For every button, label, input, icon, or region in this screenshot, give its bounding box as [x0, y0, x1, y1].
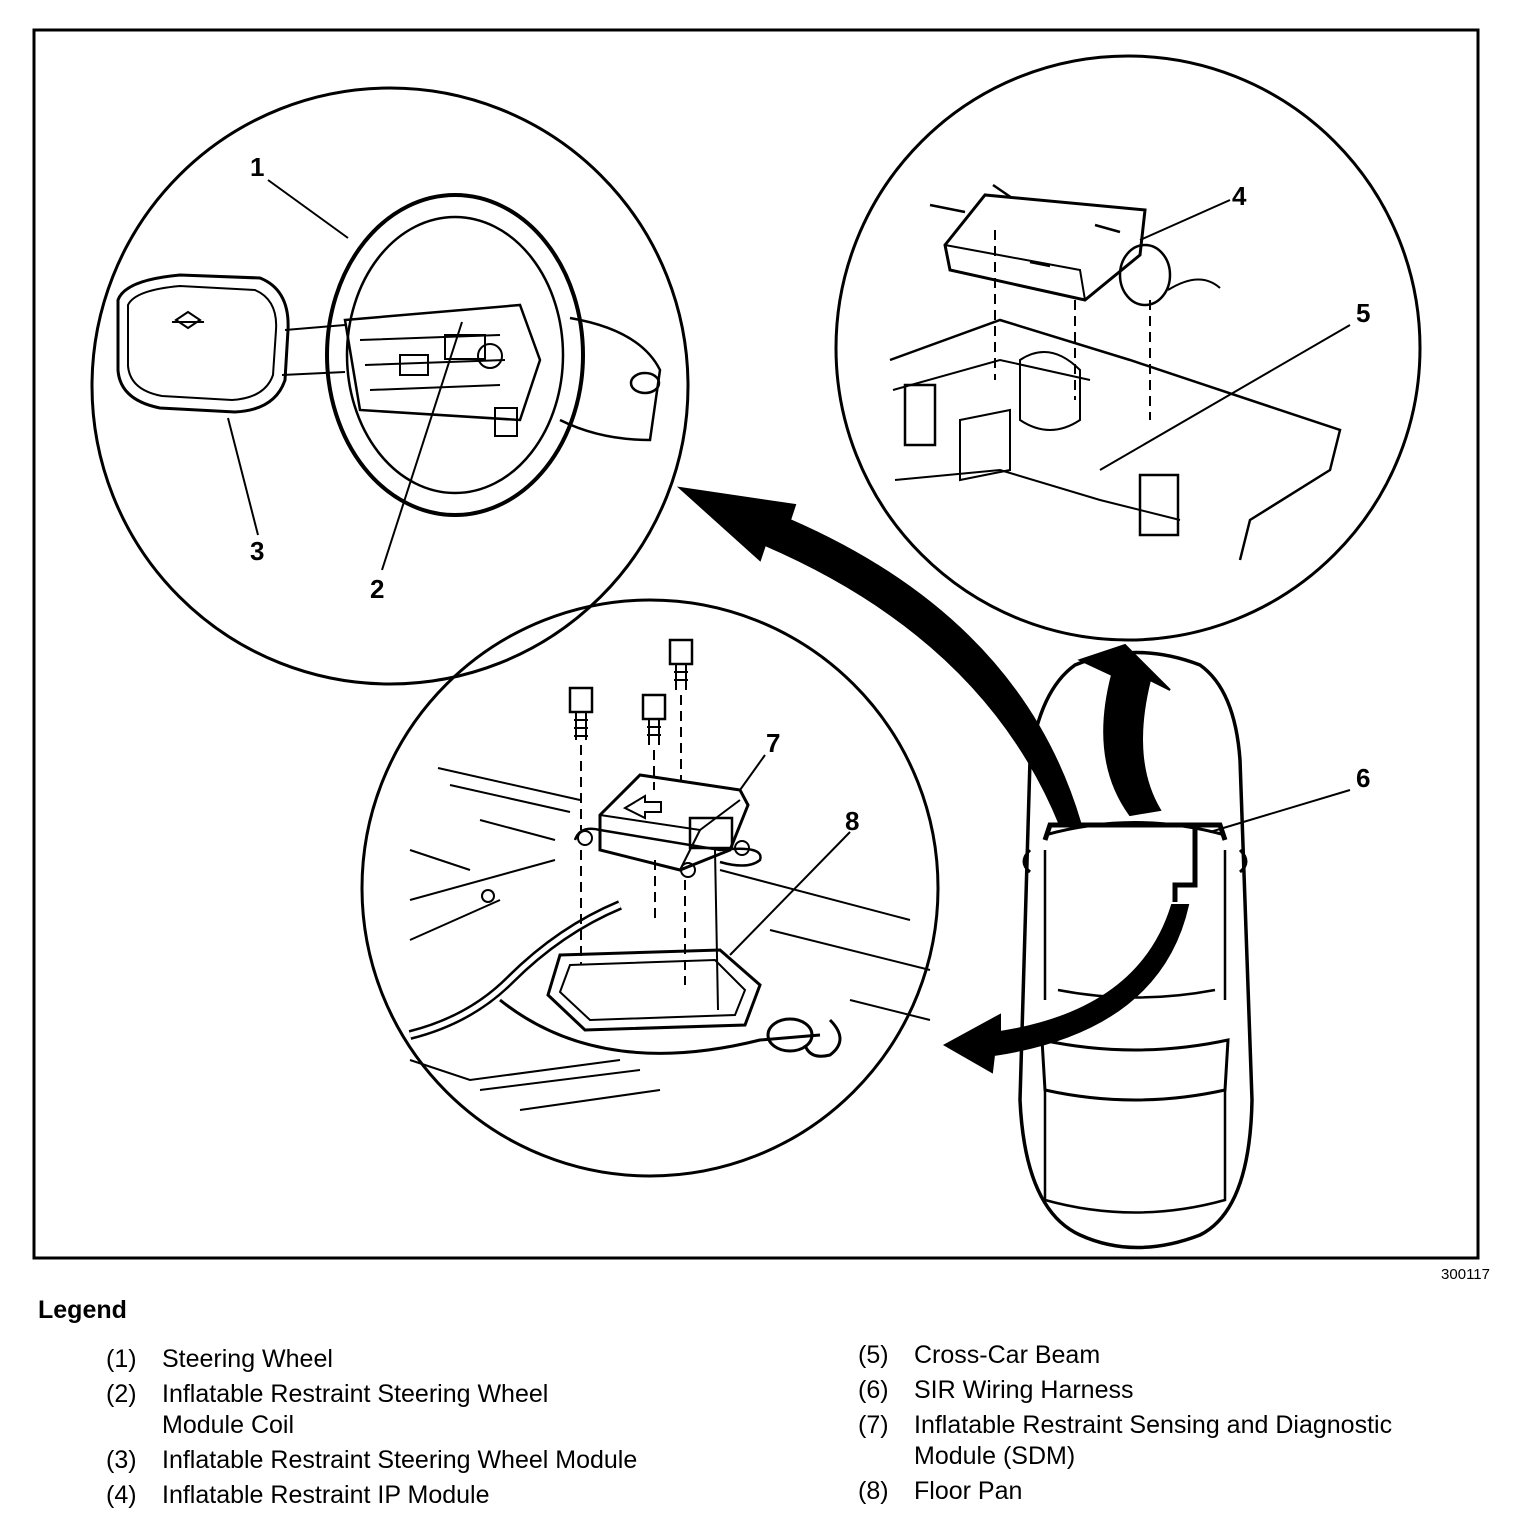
legend-text: Inflatable Restraint Steering Wheel Modu… [162, 1380, 549, 1439]
legend-item: (8) Floor Pan [858, 1476, 1498, 1507]
legend-item: (6) SIR Wiring Harness [858, 1375, 1498, 1406]
legend-item: (2) Inflatable Restraint Steering Wheel … [106, 1379, 746, 1441]
callout-6: 6 [1356, 763, 1370, 793]
callout-5: 5 [1356, 298, 1370, 328]
legend-text: Floor Pan [914, 1477, 1023, 1505]
legend-text: Cross-Car Beam [914, 1341, 1101, 1369]
legend-title: Legend [38, 1296, 127, 1324]
legend-number: (2) [106, 1380, 137, 1408]
sdm-detail [360, 598, 940, 1178]
legend-number: (1) [106, 1345, 137, 1373]
legend-item: (1) Steering Wheel [106, 1344, 746, 1375]
legend-text: Inflatable Restraint Sensing and Diagnos… [914, 1411, 1393, 1470]
location-arrows [676, 486, 1190, 1074]
legend-item: (3) Inflatable Restraint Steering Wheel … [106, 1445, 746, 1476]
legend-item: (4) Inflatable Restraint IP Module [106, 1480, 746, 1511]
callout-4: 4 [1232, 181, 1247, 211]
callout-labels: 1 2 3 4 5 6 7 8 [250, 152, 1370, 836]
legend-number: (5) [858, 1341, 889, 1369]
legend-number: (7) [858, 1411, 889, 1439]
component-location-diagram: 1 2 3 4 5 6 7 8 [32, 28, 1480, 1260]
legend-column-right: (5) Cross-Car Beam (6) SIR Wiring Harnes… [858, 1340, 1498, 1511]
legend-number: (4) [106, 1481, 137, 1509]
steering-wheel-detail [90, 86, 690, 686]
callout-2: 2 [370, 574, 384, 604]
legend-text: Inflatable Restraint Steering Wheel Modu… [162, 1446, 638, 1474]
legend-text: Steering Wheel [162, 1345, 333, 1373]
ip-module-detail [834, 54, 1422, 642]
callout-8: 8 [845, 806, 859, 836]
callout-3: 3 [250, 536, 264, 566]
vehicle-top-view [1018, 650, 1351, 1250]
legend-number: (6) [858, 1376, 889, 1404]
callout-7: 7 [766, 728, 780, 758]
figure-frame [32, 28, 1480, 1260]
callout-1: 1 [250, 152, 264, 182]
legend-number: (3) [106, 1446, 137, 1474]
legend-text: SIR Wiring Harness [914, 1376, 1134, 1404]
legend-column-left: (1) Steering Wheel (2) Inflatable Restra… [106, 1344, 746, 1515]
legend-item: (7) Inflatable Restraint Sensing and Dia… [858, 1410, 1498, 1472]
legend-item: (5) Cross-Car Beam [858, 1340, 1498, 1371]
legend-text: Inflatable Restraint IP Module [162, 1481, 490, 1509]
figure-id: 300117 [1441, 1266, 1490, 1283]
legend-number: (8) [858, 1477, 889, 1505]
